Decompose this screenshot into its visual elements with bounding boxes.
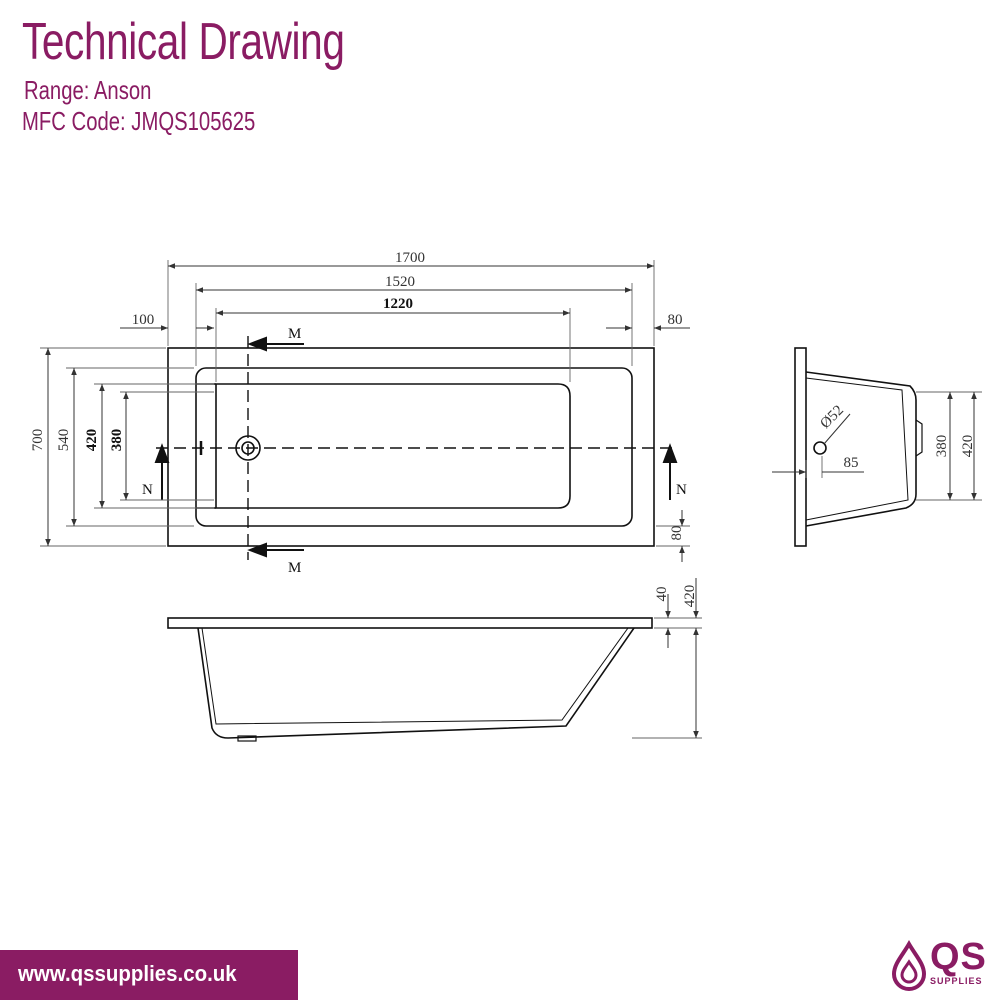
plan-view <box>167 347 655 547</box>
section-n-left-label: N <box>142 482 153 498</box>
plan-centre-lines <box>156 336 676 560</box>
end-elevation <box>794 347 923 547</box>
dim-base-width: 380 <box>109 429 125 452</box>
dim-bottom-margin: 80 <box>669 526 685 541</box>
plan-outer-rim <box>167 347 655 547</box>
dim-rim-thickness: 40 <box>654 587 670 602</box>
section-n-right-label: N <box>676 482 687 498</box>
section-m-markers <box>247 336 304 558</box>
mfc-code-label: MFC Code: JMQS105625 <box>22 106 256 136</box>
qs-supplies-logo: QS SUPPLIES <box>890 936 994 998</box>
side-elevation <box>167 617 653 742</box>
dim-rim-width: 540 <box>56 429 72 452</box>
dim-waste-diameter: Ø52 <box>817 402 847 432</box>
logo-text: QS <box>930 936 987 978</box>
dim-left-margin: 100 <box>132 312 155 328</box>
dim-base-length: 1220 <box>383 296 413 312</box>
dim-end-width: 420 <box>960 435 976 458</box>
dim-overall-length: 1700 <box>395 250 425 266</box>
dim-overall-width: 700 <box>30 429 46 452</box>
section-m-bottom-label: M <box>288 560 301 576</box>
dim-right-margin: 80 <box>668 312 683 328</box>
dim-height: 420 <box>682 585 698 608</box>
plan-extension-lines <box>40 260 690 547</box>
page-title: Technical Drawing <box>22 13 345 71</box>
logo-subtext: SUPPLIES <box>930 976 983 986</box>
plan-bath-base <box>215 383 571 509</box>
plan-inner-rim <box>195 367 633 527</box>
range-label: Range: Anson <box>24 75 152 105</box>
dim-rim-length: 1520 <box>385 274 415 290</box>
plan-dimension-lines <box>45 263 690 562</box>
section-m-top-label: M <box>288 326 301 342</box>
end-dimension-lines <box>772 392 977 500</box>
dim-inner-width: 420 <box>84 429 100 452</box>
dim-end-base-width: 380 <box>934 435 950 458</box>
footer-banner: www.qssupplies.co.uk <box>0 950 298 1000</box>
dim-waste-offset: 85 <box>844 455 859 471</box>
section-n-markers <box>154 443 678 500</box>
side-extension-lines <box>632 617 702 739</box>
end-waste-outlet <box>813 441 827 455</box>
website-link[interactable]: www.qssupplies.co.uk <box>18 961 237 986</box>
side-dimension-lines <box>665 578 699 738</box>
droplet-icon <box>891 940 927 991</box>
